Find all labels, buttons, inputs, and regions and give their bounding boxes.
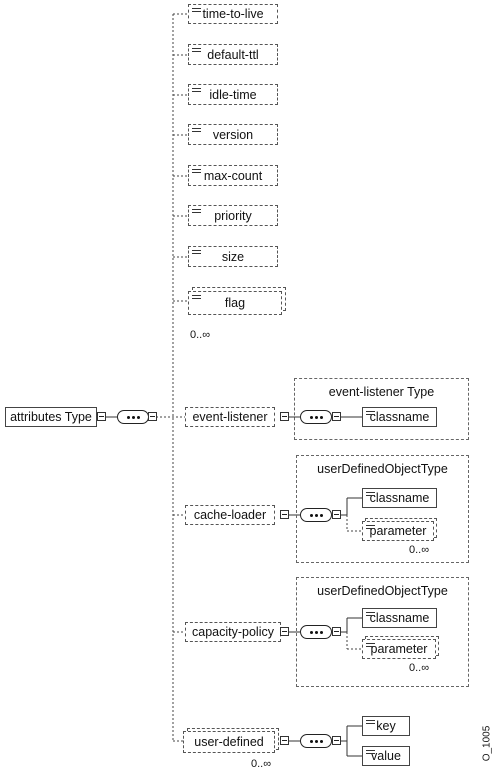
capacity-policy-sequence-icon bbox=[300, 625, 332, 639]
capacity-policy-type-title: userDefinedObjectType bbox=[317, 584, 448, 598]
cache-loader-classname[interactable]: classname bbox=[362, 488, 437, 508]
annotation-icon bbox=[366, 410, 375, 417]
element-event-listener[interactable]: event-listener bbox=[185, 407, 275, 427]
root-sequence-collapse-icon[interactable] bbox=[148, 412, 157, 421]
capacity-policy-sequence-collapse-icon[interactable] bbox=[332, 627, 341, 636]
element-version[interactable]: version bbox=[188, 124, 278, 145]
cache-loader-collapse-icon[interactable] bbox=[280, 510, 289, 519]
annotation-icon bbox=[366, 491, 375, 498]
element-capacity-policy[interactable]: capacity-policy bbox=[185, 622, 281, 642]
cache-loader-parameter-cardinality: 0..∞ bbox=[409, 544, 430, 556]
cache-loader-type-title: userDefinedObjectType bbox=[317, 462, 448, 476]
element-default-ttl[interactable]: default-ttl bbox=[188, 44, 278, 65]
annotation-icon bbox=[366, 719, 375, 726]
user-defined-cardinality: 0..∞ bbox=[251, 758, 272, 770]
root-type-box[interactable]: attributes Type bbox=[5, 407, 97, 427]
user-defined-collapse-icon[interactable] bbox=[280, 736, 289, 745]
annotation-icon bbox=[192, 168, 201, 175]
annotation-icon bbox=[366, 524, 375, 531]
event-listener-type-group: event-listener Type bbox=[294, 378, 469, 440]
element-cache-loader[interactable]: cache-loader bbox=[185, 505, 275, 525]
capacity-policy-parameter-cardinality: 0..∞ bbox=[409, 662, 430, 674]
annotation-icon bbox=[366, 749, 375, 756]
element-idle-time[interactable]: idle-time bbox=[188, 84, 278, 105]
flag-cardinality: 0..∞ bbox=[190, 329, 211, 341]
event-listener-classname[interactable]: classname bbox=[362, 407, 437, 427]
annotation-icon bbox=[366, 611, 375, 618]
element-user-defined[interactable]: user-defined bbox=[183, 731, 275, 753]
element-time-to-live[interactable]: time-to-live bbox=[188, 4, 278, 24]
figure-id: O_1005 bbox=[481, 725, 493, 762]
root-sequence-icon bbox=[117, 410, 149, 424]
user-defined-sequence-collapse-icon[interactable] bbox=[332, 736, 341, 745]
user-defined-key[interactable]: key bbox=[362, 716, 410, 736]
annotation-icon bbox=[192, 294, 201, 301]
annotation-icon bbox=[192, 87, 201, 94]
capacity-policy-collapse-icon[interactable] bbox=[280, 627, 289, 636]
cache-loader-sequence-collapse-icon[interactable] bbox=[332, 510, 341, 519]
element-flag[interactable]: flag bbox=[188, 291, 282, 315]
user-defined-value[interactable]: value bbox=[362, 746, 410, 766]
root-type-label: attributes Type bbox=[10, 410, 92, 424]
element-size[interactable]: size bbox=[188, 246, 278, 267]
root-collapse-icon[interactable] bbox=[97, 412, 106, 421]
event-listener-sequence-icon bbox=[300, 410, 332, 424]
capacity-policy-type-group: userDefinedObjectType bbox=[296, 577, 469, 687]
annotation-icon bbox=[192, 7, 201, 14]
annotation-icon bbox=[192, 127, 201, 134]
event-listener-sequence-collapse-icon[interactable] bbox=[332, 412, 341, 421]
user-defined-sequence-icon bbox=[300, 734, 332, 748]
cache-loader-type-group: userDefinedObjectType bbox=[296, 455, 469, 563]
capacity-policy-classname[interactable]: classname bbox=[362, 608, 437, 628]
cache-loader-sequence-icon bbox=[300, 508, 332, 522]
annotation-icon bbox=[366, 642, 375, 649]
cache-loader-parameter[interactable]: parameter bbox=[362, 521, 434, 541]
element-max-count[interactable]: max-count bbox=[188, 165, 278, 186]
capacity-policy-parameter[interactable]: parameter bbox=[362, 639, 436, 659]
annotation-icon bbox=[192, 208, 201, 215]
element-priority[interactable]: priority bbox=[188, 205, 278, 226]
annotation-icon bbox=[192, 47, 201, 54]
annotation-icon bbox=[192, 249, 201, 256]
event-listener-type-title: event-listener Type bbox=[328, 385, 435, 399]
event-listener-collapse-icon[interactable] bbox=[280, 412, 289, 421]
